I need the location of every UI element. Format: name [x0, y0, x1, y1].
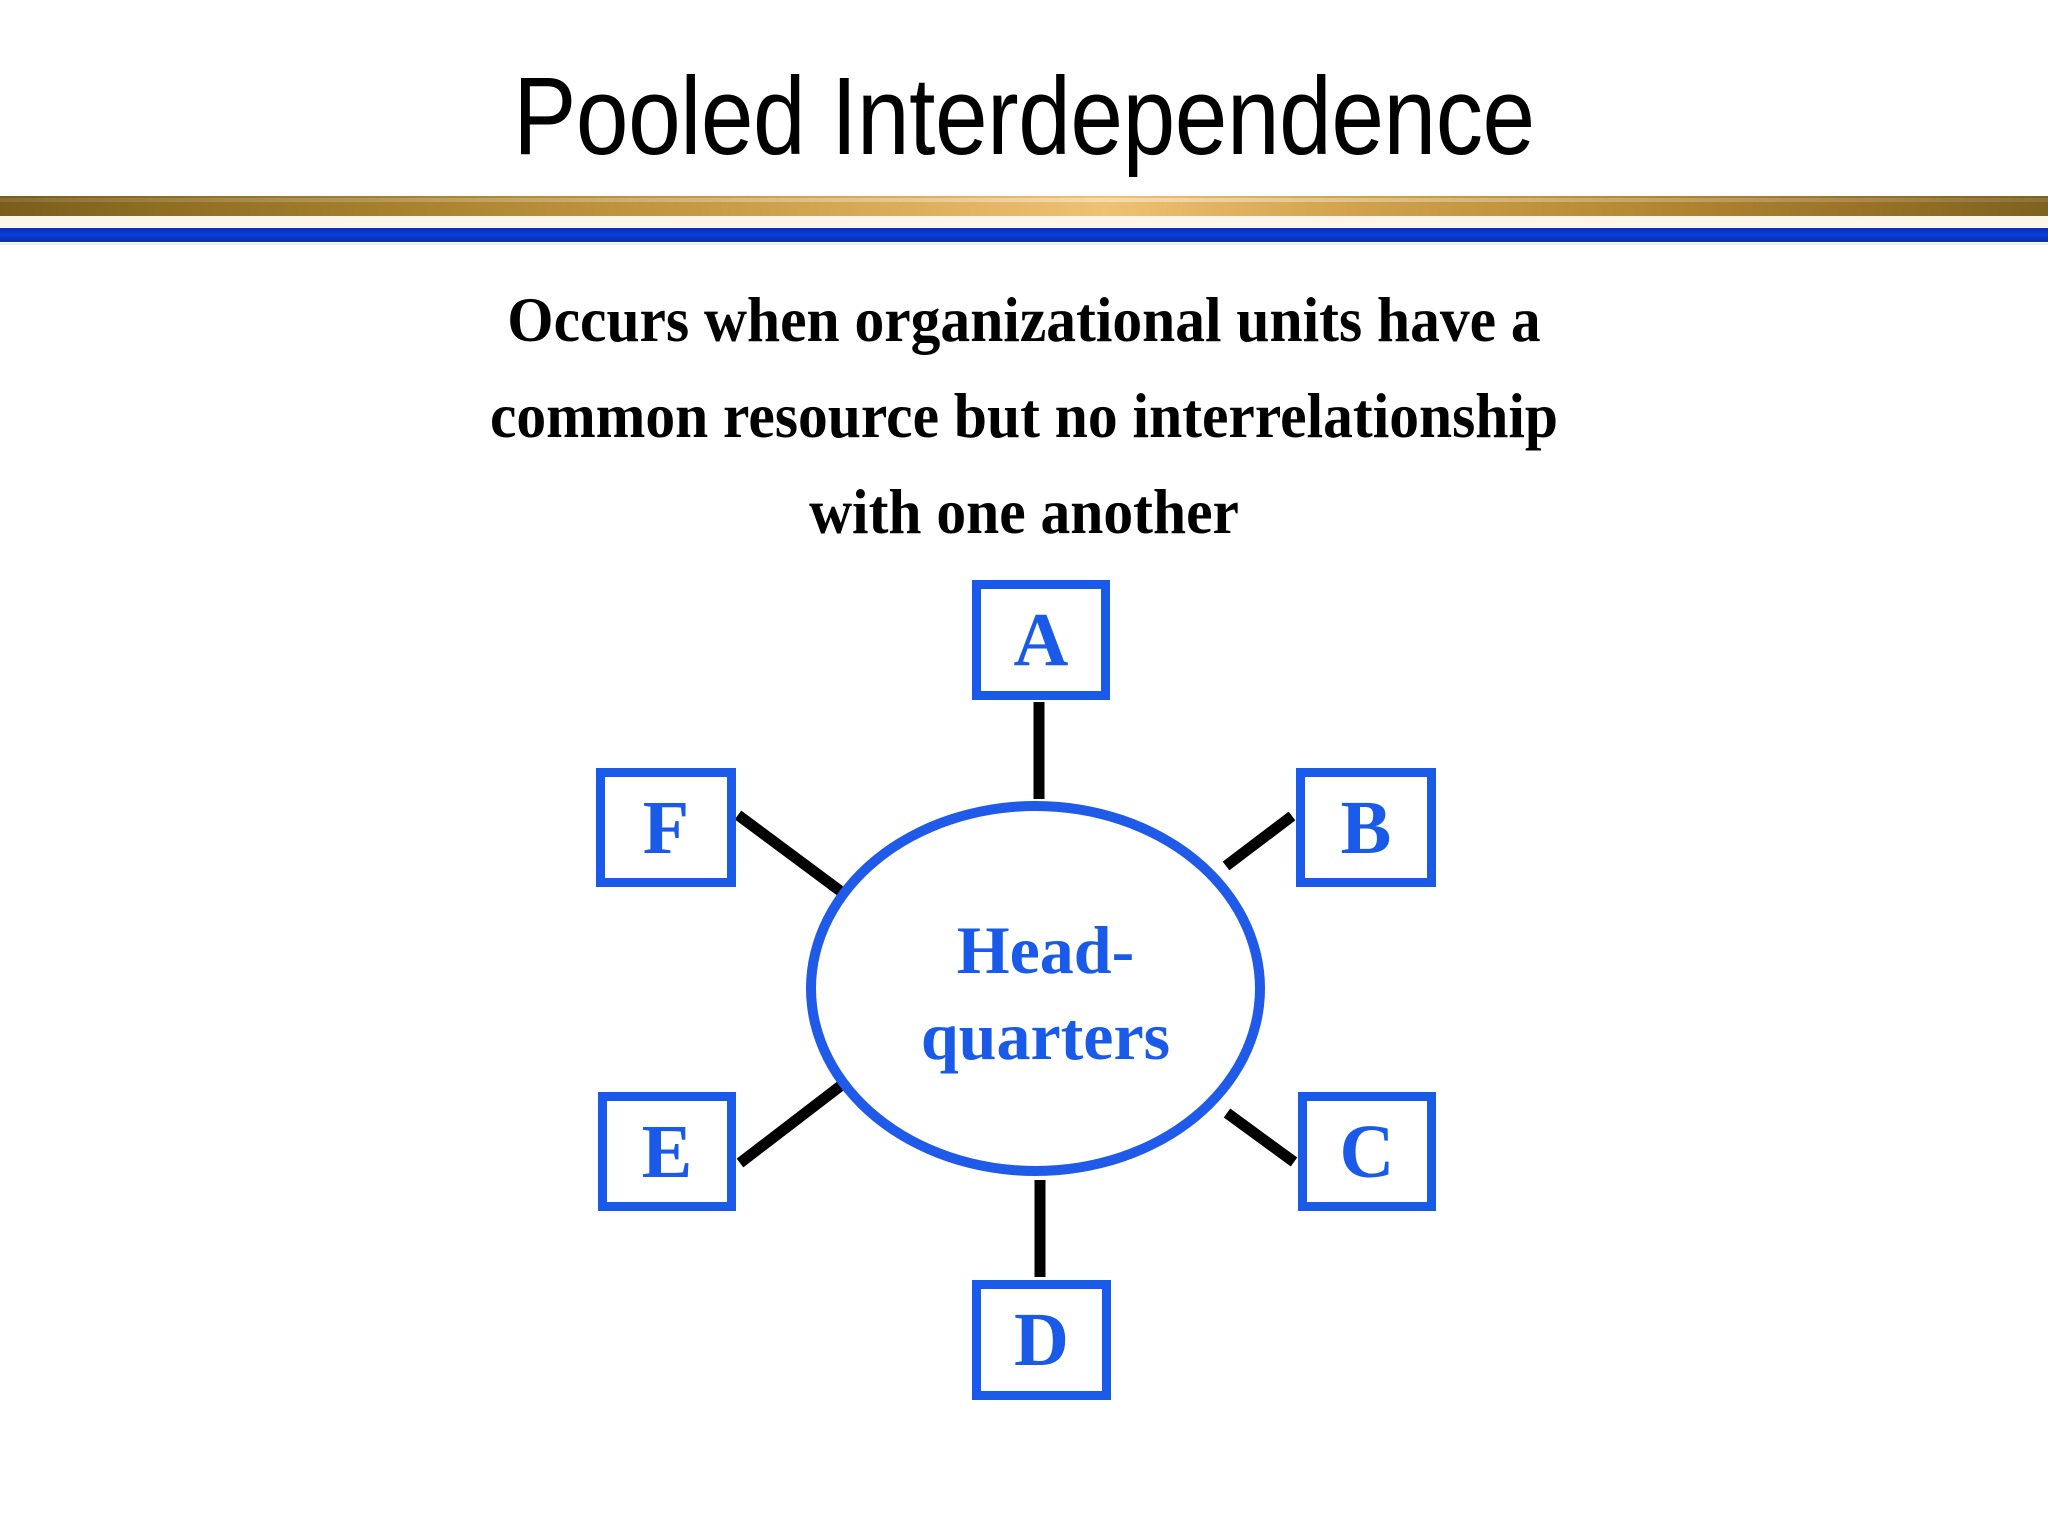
subtitle-line-1: Occurs when organizational units have a	[507, 284, 1541, 355]
unit-node-f[interactable]: F	[596, 768, 736, 887]
connector-line-c	[1223, 1108, 1298, 1167]
unit-node-e[interactable]: E	[598, 1092, 736, 1211]
subtitle-line-2: common resource but no interrelationship	[489, 380, 1559, 451]
unit-node-d-label: D	[1014, 1298, 1069, 1382]
unit-node-e-label: E	[641, 1109, 693, 1194]
unit-node-c[interactable]: C	[1298, 1092, 1436, 1211]
page-title: Pooled Interdependence	[513, 55, 1535, 178]
headquarters-label-line-1: Head-	[956, 912, 1135, 988]
unit-node-b[interactable]: B	[1296, 768, 1436, 887]
connector-line-e	[736, 1079, 847, 1168]
headquarters-node[interactable]: Head- quarters	[806, 801, 1265, 1176]
unit-node-c-label: C	[1339, 1109, 1395, 1194]
divider-blue-bar	[0, 228, 2048, 242]
title-divider	[0, 196, 2048, 248]
unit-node-f-label: F	[642, 785, 690, 870]
connector-line-f	[734, 810, 847, 898]
connector-line-b	[1222, 811, 1296, 871]
subtitle-text: Occurs when organizational units have a …	[280, 272, 1768, 560]
unit-node-a-label: A	[1013, 598, 1069, 682]
divider-cream-bar	[0, 216, 2048, 227]
unit-node-d[interactable]: D	[972, 1280, 1111, 1400]
subtitle-line-3: with one another	[809, 476, 1239, 547]
unit-node-b-label: B	[1340, 785, 1392, 870]
unit-node-a[interactable]: A	[972, 580, 1110, 700]
divider-blue-hairline	[0, 243, 2048, 245]
headquarters-label-line-2: quarters	[920, 998, 1171, 1074]
divider-gold-shine	[0, 198, 2048, 202]
headquarters-label: Head- quarters	[816, 907, 1275, 1079]
divider-gold-bar	[0, 196, 2048, 216]
